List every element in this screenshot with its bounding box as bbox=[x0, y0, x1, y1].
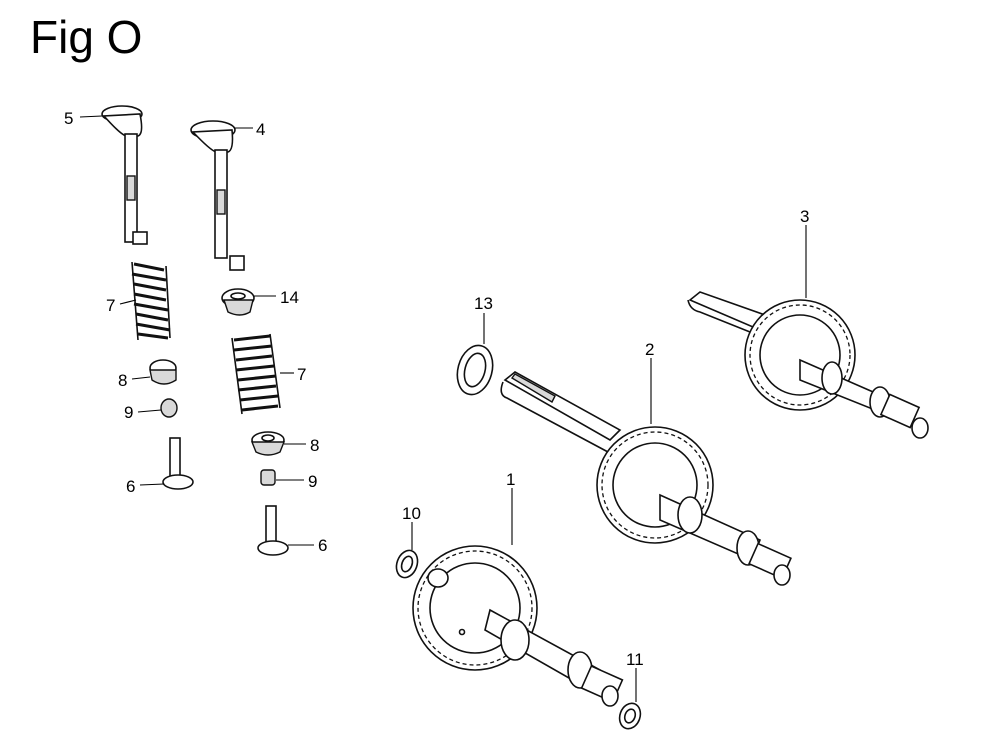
valve-collet-right bbox=[260, 469, 276, 486]
callout-labels: 5 4 7 7 14 8 8 9 9 6 6 13 2 3 1 10 11 bbox=[64, 109, 809, 669]
callout-9-right: 9 bbox=[308, 472, 317, 491]
callout-5: 5 bbox=[64, 109, 73, 128]
valve-intake bbox=[190, 120, 245, 271]
figure-title: Fig O bbox=[30, 11, 143, 63]
leader-lines bbox=[79, 115, 807, 702]
callout-10: 10 bbox=[402, 504, 421, 523]
callout-14: 14 bbox=[280, 288, 299, 307]
callout-7-right: 7 bbox=[297, 365, 306, 384]
valve-spring-right bbox=[231, 333, 281, 415]
callout-11: 11 bbox=[626, 650, 644, 669]
valve-exhaust bbox=[101, 105, 148, 245]
callout-8-left: 8 bbox=[118, 371, 127, 390]
callout-6-right: 6 bbox=[318, 536, 327, 555]
thrust-washer bbox=[456, 344, 494, 396]
oil-seal-ring-11 bbox=[618, 702, 642, 730]
camshaft-1 bbox=[412, 545, 624, 707]
callout-13: 13 bbox=[474, 294, 493, 313]
callout-4: 4 bbox=[256, 120, 265, 139]
callout-8-right: 8 bbox=[310, 436, 319, 455]
tappet-right bbox=[257, 505, 289, 556]
camshaft-3 bbox=[687, 291, 929, 439]
callout-2: 2 bbox=[645, 340, 654, 359]
callout-7-left: 7 bbox=[106, 296, 115, 315]
tappet-left bbox=[162, 437, 194, 490]
callout-6-left: 6 bbox=[126, 477, 135, 496]
spring-retainer-right bbox=[250, 431, 286, 456]
callout-9-left: 9 bbox=[124, 403, 133, 422]
valve-spring-left bbox=[131, 261, 171, 341]
valve-collet-left bbox=[160, 398, 178, 418]
camshaft-2 bbox=[500, 371, 792, 586]
callout-3: 3 bbox=[800, 207, 809, 226]
oil-seal-ring-10 bbox=[395, 549, 419, 579]
valve-stem-seal bbox=[221, 288, 255, 316]
spring-retainer-left bbox=[149, 359, 177, 385]
callout-1: 1 bbox=[506, 470, 515, 489]
